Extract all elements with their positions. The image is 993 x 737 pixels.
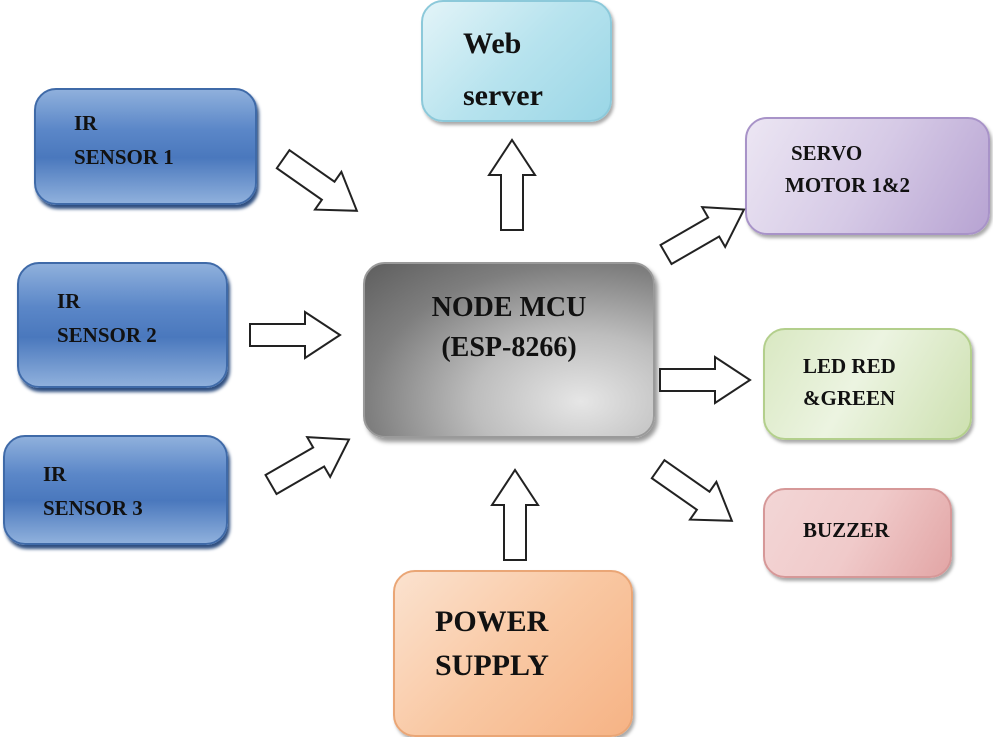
node-label: SENSOR 3 — [43, 496, 143, 520]
node-label: LED RED — [803, 354, 896, 378]
node-label: SUPPLY — [435, 649, 549, 682]
power-supply-box: POWER SUPPLY — [393, 570, 633, 737]
buzzer-box: BUZZER — [763, 488, 952, 578]
node-label: Web — [463, 27, 522, 60]
node-label: &GREEN — [803, 386, 896, 410]
arrow-mcu-to-led — [659, 355, 752, 405]
node-label: IR — [74, 111, 98, 135]
node-label: IR — [57, 289, 81, 313]
arrow-mcu-to-servo — [659, 205, 746, 266]
arrow-ir1-to-mcu — [275, 148, 359, 212]
node-label: server — [463, 79, 543, 112]
servo-motor-box: SERVO MOTOR 1&2 — [745, 117, 990, 235]
node-label: SERVO — [791, 141, 863, 165]
arrow-mcu-to-buzzer — [650, 458, 734, 522]
node-label: SENSOR 2 — [57, 323, 157, 347]
node-label: (ESP-8266) — [441, 332, 577, 363]
web-server-box: Web server — [421, 0, 612, 122]
node-label: POWER — [435, 605, 549, 638]
arrow-power-to-mcu — [490, 468, 540, 561]
arrow-mcu-to-web — [487, 138, 537, 231]
ir-sensor-2-box: IR SENSOR 2 — [17, 262, 228, 388]
node-label: BUZZER — [803, 518, 890, 542]
node-label: SENSOR 1 — [74, 145, 174, 169]
node-label: MOTOR 1&2 — [785, 173, 911, 197]
node-label: IR — [43, 462, 67, 486]
led-box: LED RED &GREEN — [763, 328, 972, 440]
arrow-ir3-to-mcu — [264, 435, 351, 496]
node-label: NODE MCU — [431, 292, 587, 323]
arrow-ir2-to-mcu — [249, 310, 342, 360]
ir-sensor-3-box: IR SENSOR 3 — [3, 435, 228, 545]
ir-sensor-1-box: IR SENSOR 1 — [34, 88, 257, 205]
node-mcu-box: NODE MCU (ESP-8266) — [363, 262, 655, 438]
